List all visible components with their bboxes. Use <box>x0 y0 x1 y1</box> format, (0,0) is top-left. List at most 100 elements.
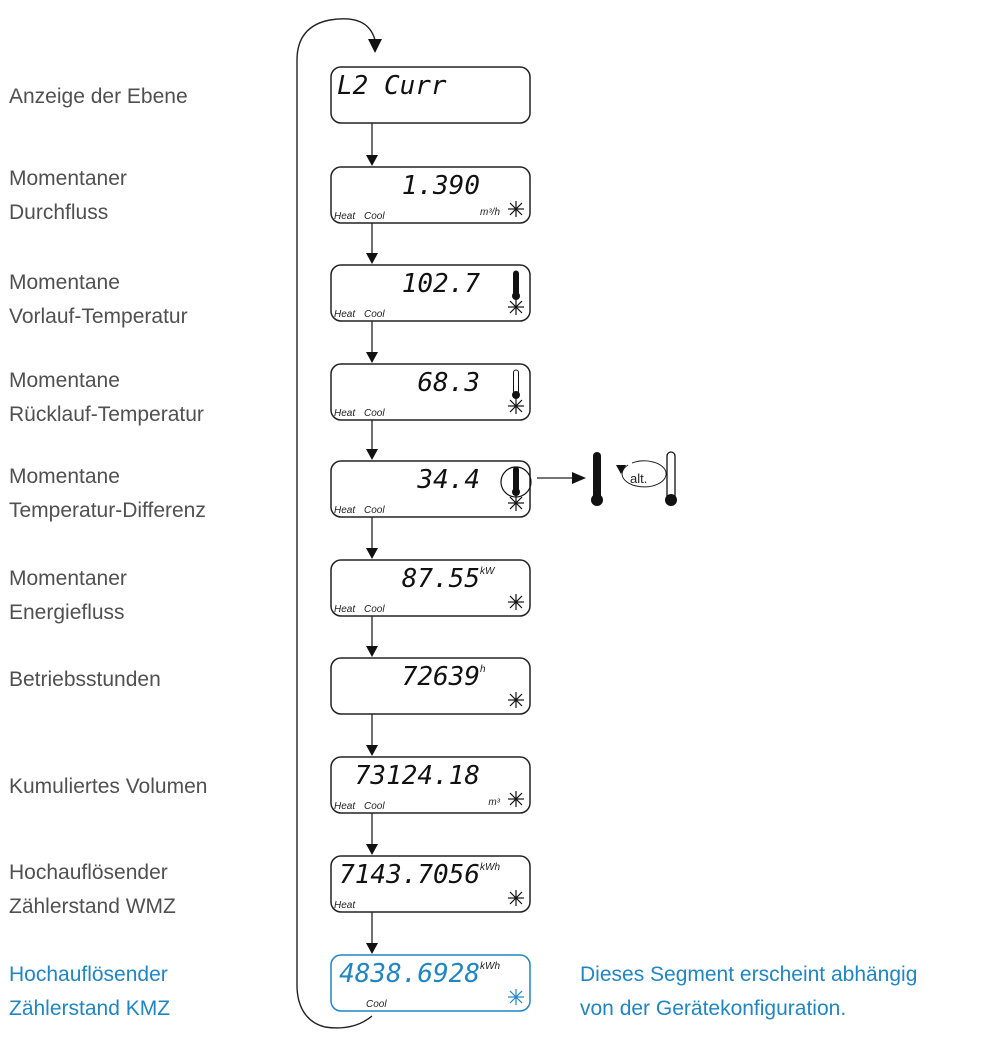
label-energy-flow-line2: Energiefluss <box>9 601 125 624</box>
label-temp-diff: Momentane Temperatur-Differenz <box>9 460 206 528</box>
flow-arrowhead <box>366 155 378 166</box>
lcd-heat-indicator: Heat <box>334 900 356 911</box>
flow-arrowhead <box>366 253 378 264</box>
label-energy-flow: Momentaner Energiefluss <box>9 562 127 630</box>
thermometer-icon <box>512 270 520 300</box>
lcd-heat-indicator: Heat <box>334 801 356 812</box>
label-return-temp-line2: Rücklauf-Temperatur <box>9 403 204 426</box>
lcd-cool-indicator: Cool <box>364 408 385 419</box>
label-wmz-line1: Hochauflösender <box>9 861 168 884</box>
label-kmz-line1: Hochauflösender <box>9 963 168 986</box>
lcd-value: 102.7 <box>402 269 481 299</box>
flow-arrowhead <box>366 352 378 363</box>
flow-arrowhead <box>366 943 378 954</box>
star-icon <box>508 201 524 217</box>
lcd-unit: kWh <box>480 961 500 972</box>
thermometer-filled-icon <box>591 452 603 506</box>
lcd-value: 1.390 <box>402 171 480 201</box>
lcd-frame <box>330 264 531 322</box>
lcd-frame <box>330 363 531 421</box>
lcd-value: 87.55 <box>402 564 480 594</box>
lcd-value: 4838.6928 <box>339 959 480 989</box>
label-return-temp-line1: Momentane <box>9 369 120 392</box>
label-volume-text: Kumuliertes Volumen <box>9 775 208 798</box>
star-icon <box>508 299 524 315</box>
lcd-frame <box>330 460 531 518</box>
lcd-value: 68.3 <box>417 368 480 398</box>
lcd-value: 73124.18 <box>355 761 480 791</box>
label-energy-flow-line1: Momentaner <box>9 567 127 590</box>
lcd-cool-indicator: Cool <box>364 309 385 320</box>
label-temp-diff-line2: Temperatur-Differenz <box>9 499 206 522</box>
configuration-note: Dieses Segment erscheint abhängig von de… <box>580 958 917 1026</box>
label-flow-line1: Momentaner <box>9 167 127 190</box>
thermometer-highlight-circle <box>500 466 532 498</box>
configuration-note-line2: von der Gerätekonfiguration. <box>580 997 847 1020</box>
label-operating-hours: Betriebsstunden <box>9 663 161 697</box>
flow-arrowhead <box>366 449 378 460</box>
lcd-unit: kWh <box>480 862 500 873</box>
label-return-temp: Momentane Rücklauf-Temperatur <box>9 364 204 432</box>
thermometer-empty-icon <box>665 451 677 506</box>
lcd-heat-indicator: Heat <box>334 309 356 320</box>
lcd-heat-indicator: Heat <box>334 408 356 419</box>
label-wmz: Hochauflösender Zählerstand WMZ <box>9 856 176 924</box>
flow-arrowhead <box>366 548 378 559</box>
lcd-unit: h <box>480 664 486 675</box>
star-icon <box>508 890 524 906</box>
lcd-value: 72639 <box>402 662 480 692</box>
lcd-frame <box>330 657 531 715</box>
label-level: Anzeige der Ebene <box>9 80 188 114</box>
lcd-unit: m³/h <box>480 207 500 218</box>
lcd-heat-indicator: Heat <box>334 211 356 222</box>
loop-entry-arrowhead <box>368 39 382 53</box>
lcd-display-8: 73124.18 m³ Heat Cool <box>330 756 531 814</box>
label-supply-temp: Momentane Vorlauf-Temperatur <box>9 266 188 334</box>
flow-arrowhead <box>366 745 378 756</box>
label-kmz-line2: Zählerstand KMZ <box>9 997 171 1020</box>
lcd-cool-indicator: Cool <box>366 999 387 1010</box>
star-icon <box>508 594 524 610</box>
loop-back-line <box>296 18 376 1029</box>
thermometer-alternation: alt. <box>537 451 677 506</box>
star-icon <box>508 692 524 708</box>
lcd-frame <box>330 166 531 224</box>
thermometer-icon <box>512 466 520 496</box>
lcd-cool-indicator: Cool <box>364 801 385 812</box>
connector-arrowhead <box>572 472 586 484</box>
label-flow: Momentaner Durchfluss <box>9 162 127 230</box>
label-supply-temp-line2: Vorlauf-Temperatur <box>9 305 188 328</box>
label-level-text: Anzeige der Ebene <box>9 85 188 108</box>
alternate-arrow-icon <box>621 460 667 488</box>
flow-arrowhead <box>366 646 378 657</box>
star-icon <box>508 398 524 414</box>
configuration-note-line1: Dieses Segment erscheint abhängig <box>580 963 918 986</box>
label-wmz-line2: Zählerstand WMZ <box>9 895 176 918</box>
lcd-display-1: L2 Curr <box>330 66 531 124</box>
lcd-unit: m³ <box>488 797 500 808</box>
lcd-value: L2 Curr <box>337 71 447 101</box>
lcd-heat-indicator: Heat <box>334 604 356 615</box>
lcd-frame <box>330 66 531 124</box>
label-volume: Kumuliertes Volumen <box>9 770 207 804</box>
lcd-frame <box>330 559 531 617</box>
lcd-heat-indicator: Heat <box>334 505 356 516</box>
lcd-frame <box>330 756 531 814</box>
label-temp-diff-line1: Momentane <box>9 465 120 488</box>
thermometer-icon <box>512 369 520 399</box>
label-supply-temp-line1: Momentane <box>9 271 120 294</box>
lcd-cool-indicator: Cool <box>364 604 385 615</box>
lcd-value: 34.4 <box>416 465 480 495</box>
flow-arrowhead <box>366 844 378 855</box>
star-icon <box>508 791 524 807</box>
label-flow-line2: Durchfluss <box>9 201 109 224</box>
label-kmz: Hochauflösender Zählerstand KMZ <box>9 958 170 1026</box>
